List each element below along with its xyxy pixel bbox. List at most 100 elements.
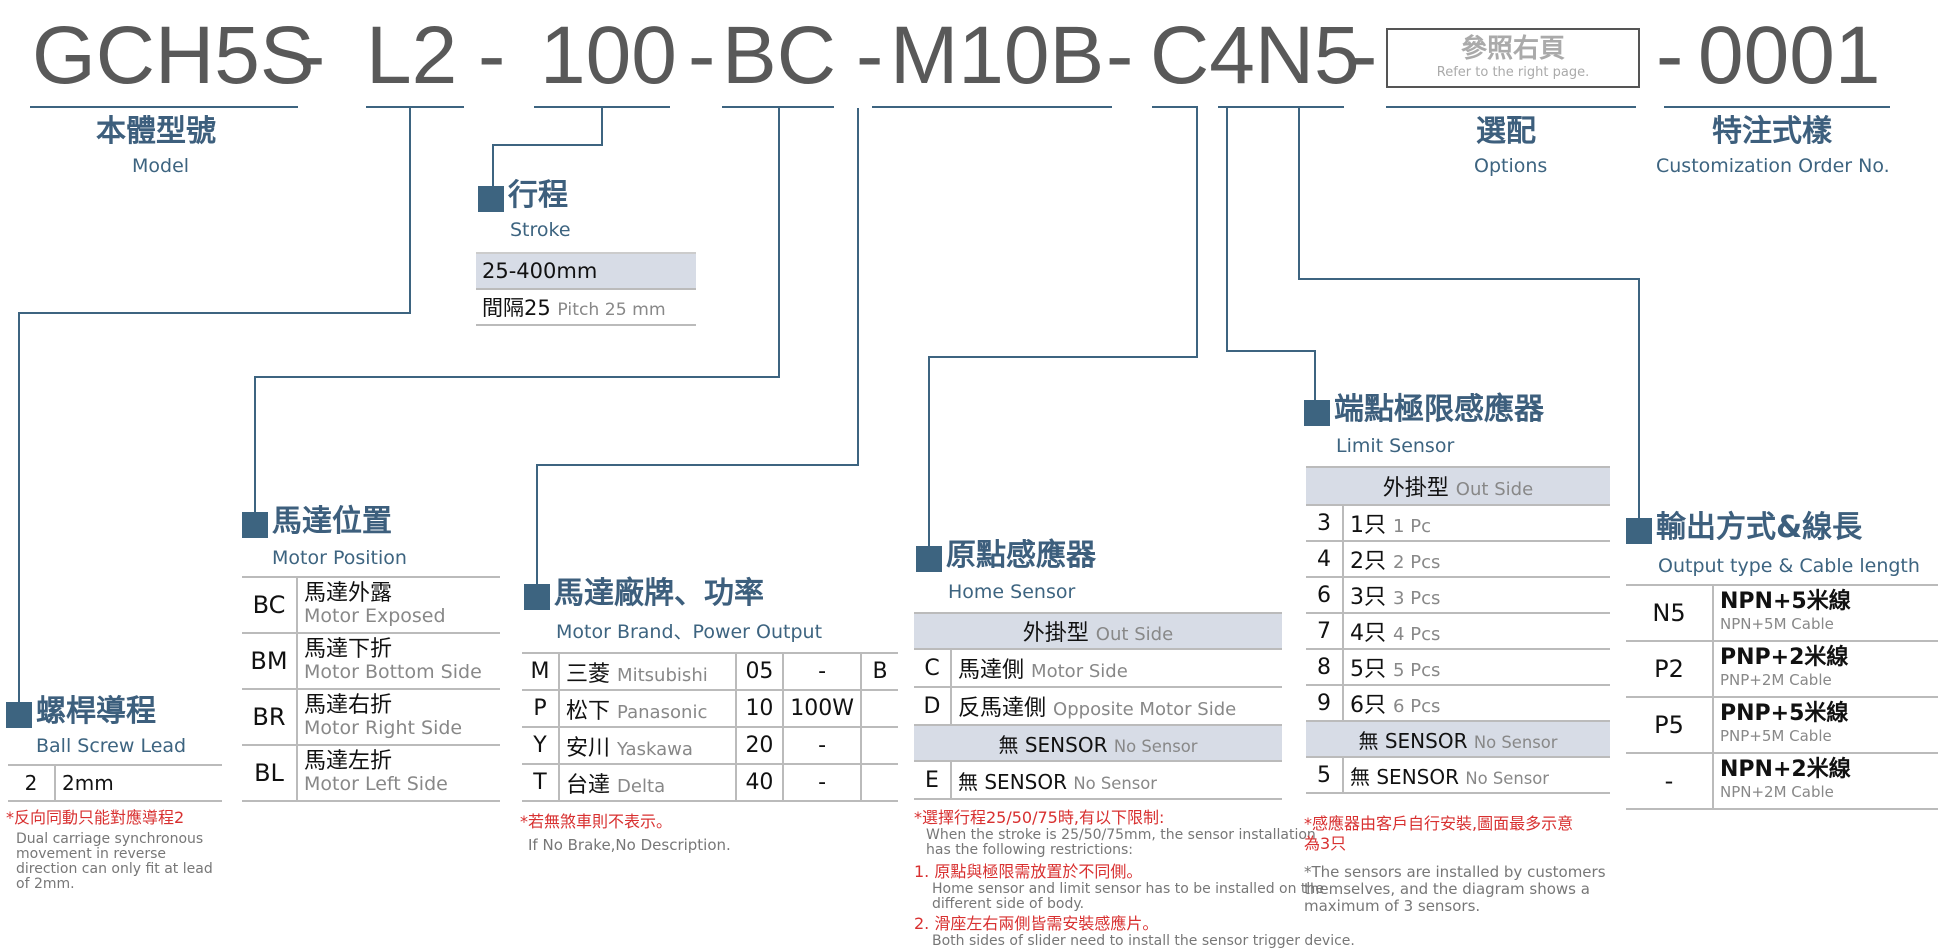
connector-line	[1196, 108, 1198, 358]
stroke-pitch-zh: 間隔25	[482, 296, 551, 320]
desc-zh: 6只	[1350, 693, 1386, 718]
desc-zh: 無 SENSOR	[1350, 764, 1459, 789]
limit-code: 3	[1306, 505, 1344, 541]
lead-value: 2mm	[62, 771, 114, 795]
motor-brand-subtitle: Motor Brand、Power Output	[556, 621, 823, 643]
code-dash: -	[1656, 10, 1684, 101]
limit-sensor-subtitle: Limit Sensor	[1336, 435, 1455, 457]
connector-line	[536, 464, 538, 586]
motor-brand-title: 馬達廠牌、功率	[554, 576, 764, 611]
note-line: maximum of 3 sensors.	[1304, 897, 1481, 915]
home-header: 無 SENSOR No Sensor	[914, 725, 1282, 761]
limit-code: 9	[1306, 685, 1344, 721]
limit-header: 外掛型 Out Side	[1306, 467, 1610, 505]
desc-zh: 4只	[1350, 621, 1386, 646]
lead-title: 螺桿導程	[36, 694, 156, 729]
code-dash: -	[1106, 10, 1134, 101]
options-title: 選配	[1476, 114, 1536, 149]
desc-en: Motor Bottom Side	[304, 661, 482, 683]
limit-desc: 1只 1 Pc	[1343, 505, 1610, 541]
output-code: P2	[1626, 641, 1714, 697]
home-code: C	[914, 649, 952, 687]
desc-zh: 2只	[1350, 549, 1386, 574]
desc-zh: 3只	[1350, 585, 1386, 610]
table-row: 5 無 SENSOR No Sensor	[1306, 757, 1610, 793]
table-row: 2 2mm	[8, 765, 222, 801]
brand-code: M	[522, 653, 560, 690]
desc-en: 6 Pcs	[1393, 696, 1441, 717]
limit-desc: 5只 5 Pcs	[1343, 649, 1610, 685]
table-row: 4 2只 2 Pcs	[1306, 541, 1610, 577]
connector-line	[1226, 350, 1316, 352]
underline	[534, 106, 670, 108]
section-marker-icon	[6, 702, 32, 728]
limit-sensor-table: 外掛型 Out Side 3 1只 1 Pc 4 2只 2 Pcs 6 3只 3…	[1306, 466, 1610, 794]
underline	[1254, 106, 1344, 108]
underline	[722, 106, 834, 108]
brand-brake	[861, 727, 898, 764]
desc-en: 5 Pcs	[1393, 660, 1441, 681]
stroke-pitch: 間隔25 Pitch 25 mm	[476, 289, 696, 325]
lead-code: 2	[8, 765, 56, 801]
desc-zh: 馬達下折	[304, 637, 393, 662]
table-row: P 松下 Panasonic 10 100W	[522, 690, 898, 727]
home-header: 外掛型 Out Side	[914, 613, 1282, 649]
code-motor-brand: M10B	[890, 10, 1105, 101]
code-dash: -	[298, 10, 326, 101]
limit-code: 8	[1306, 649, 1344, 685]
brand-zh: 松下	[566, 698, 611, 724]
desc-en: Motor Side	[1031, 661, 1128, 682]
limit-desc: 4只 4 Pcs	[1343, 613, 1610, 649]
home-sensor-title: 原點感應器	[946, 538, 1096, 573]
motor-brand-note-gray: If No Brake,No Description.	[528, 836, 731, 854]
limit-note-gray: *The sensors are installed by customers …	[1304, 864, 1606, 915]
limit-desc: 6只 6 Pcs	[1343, 685, 1610, 721]
note-line: 為3只	[1304, 834, 1347, 853]
table-row: 7 4只 4 Pcs	[1306, 613, 1610, 649]
note-line: different side of body.	[932, 896, 1085, 912]
home-note-red: *選擇行程25/50/75時,有以下限制:	[914, 808, 1165, 827]
home-desc: 無 SENSOR No Sensor	[951, 761, 1282, 799]
note-line: Home sensor and limit sensor has to be i…	[932, 881, 1324, 897]
desc-en: 2 Pcs	[1393, 552, 1441, 573]
code-motor-position: BC	[722, 10, 836, 101]
custom-title: 特注式樣	[1712, 114, 1832, 149]
stroke-pitch-en: Pitch 25 mm	[557, 300, 666, 320]
code-dash: -	[688, 10, 716, 101]
motor-position-code: BC	[242, 577, 298, 633]
connector-line	[409, 108, 411, 314]
output-subtitle: Output type & Cable length	[1658, 555, 1920, 577]
brand-power: 100W	[783, 690, 862, 727]
model-subtitle: Model	[132, 155, 190, 177]
code-dash: -	[856, 10, 884, 101]
output-code: -	[1626, 753, 1714, 809]
connector-line	[18, 312, 20, 724]
note-line: When the stroke is 25/50/75mm, the senso…	[926, 827, 1316, 843]
desc-en: PNP+2M Cable	[1720, 671, 1832, 689]
limit-code: 4	[1306, 541, 1344, 577]
brand-code: T	[522, 764, 560, 801]
output-title: 輸出方式&線長	[1656, 510, 1863, 545]
code-sensors: C4N5	[1150, 10, 1360, 101]
connector-line	[857, 108, 859, 466]
table-row: T 台達 Delta 40 -	[522, 764, 898, 801]
motor-position-subtitle: Motor Position	[272, 547, 407, 569]
note-line: has the following restrictions:	[926, 842, 1134, 858]
desc-en: No Sensor	[1073, 773, 1158, 793]
ref-box-en: Refer to the right page.	[1436, 65, 1590, 80]
desc-en: PNP+5M Cable	[1720, 727, 1832, 745]
underline	[366, 106, 464, 108]
brand-zh: 安川	[566, 735, 611, 761]
underline	[1664, 106, 1890, 108]
connector-line	[778, 108, 780, 378]
connector-line	[1314, 350, 1316, 400]
code-stroke: 100	[540, 10, 677, 101]
desc-zh: PNP+2米線	[1720, 645, 1849, 670]
home-code: D	[914, 687, 952, 725]
